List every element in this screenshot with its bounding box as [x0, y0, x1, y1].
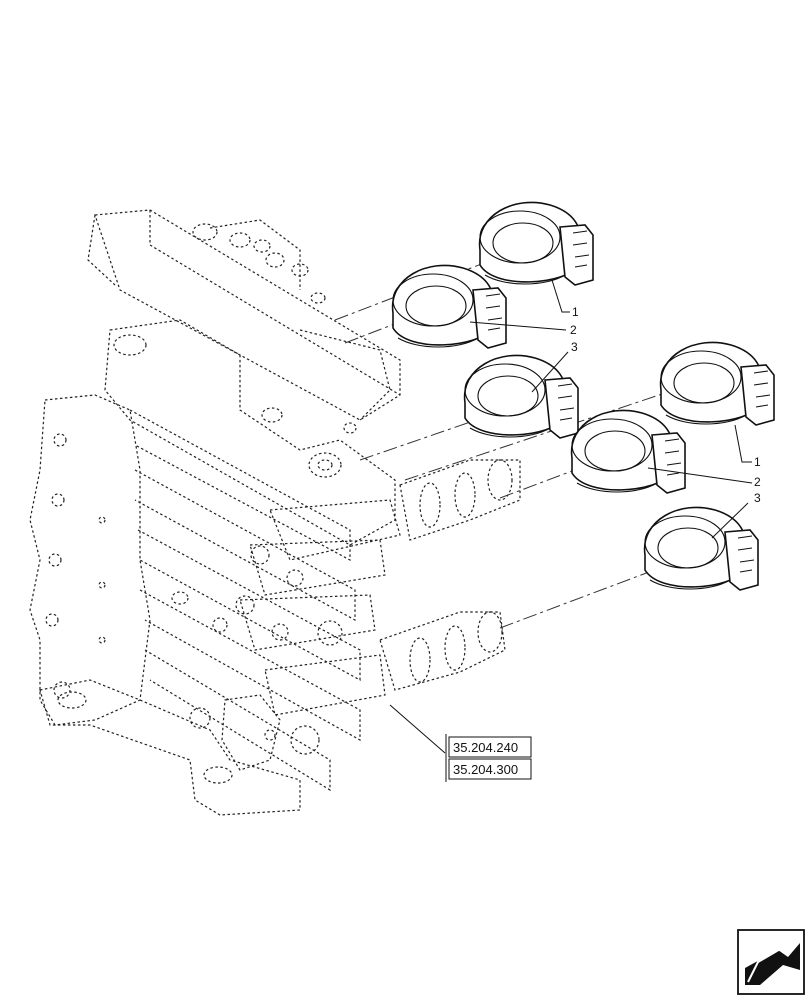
- reference-label-1[interactable]: 35.204.240: [453, 740, 518, 755]
- hose-clamp-upper-1: [478, 201, 594, 286]
- callouts-upper: 1 2 3: [570, 305, 579, 354]
- hose-clamp-lower-3: [643, 506, 759, 591]
- reference-box-1[interactable]: [448, 736, 532, 758]
- hose-clamp-lower-1: [659, 341, 775, 426]
- callout-lower-3: 3: [754, 491, 761, 505]
- hose-clamp-upper-3: [463, 354, 579, 439]
- callout-upper-3: 3: [571, 340, 578, 354]
- reference-label-2[interactable]: 35.204.300: [453, 762, 518, 777]
- hose-clamp-lower-2: [570, 409, 686, 494]
- callouts-lower: 1 2 3: [754, 455, 761, 505]
- arrow-return-icon[interactable]: [737, 929, 805, 995]
- callout-upper-2: 2: [570, 323, 577, 337]
- hose-clamp-upper-2: [391, 264, 507, 349]
- leader-lines: [389, 279, 753, 754]
- valve-block-assembly: [29, 209, 521, 816]
- callout-upper-1: 1: [572, 305, 579, 319]
- callout-lower-1: 1: [754, 455, 761, 469]
- reference-box-2[interactable]: [448, 758, 532, 780]
- callout-lower-2: 2: [754, 475, 761, 489]
- reference-links[interactable]: 35.204.240 35.204.300: [445, 734, 532, 782]
